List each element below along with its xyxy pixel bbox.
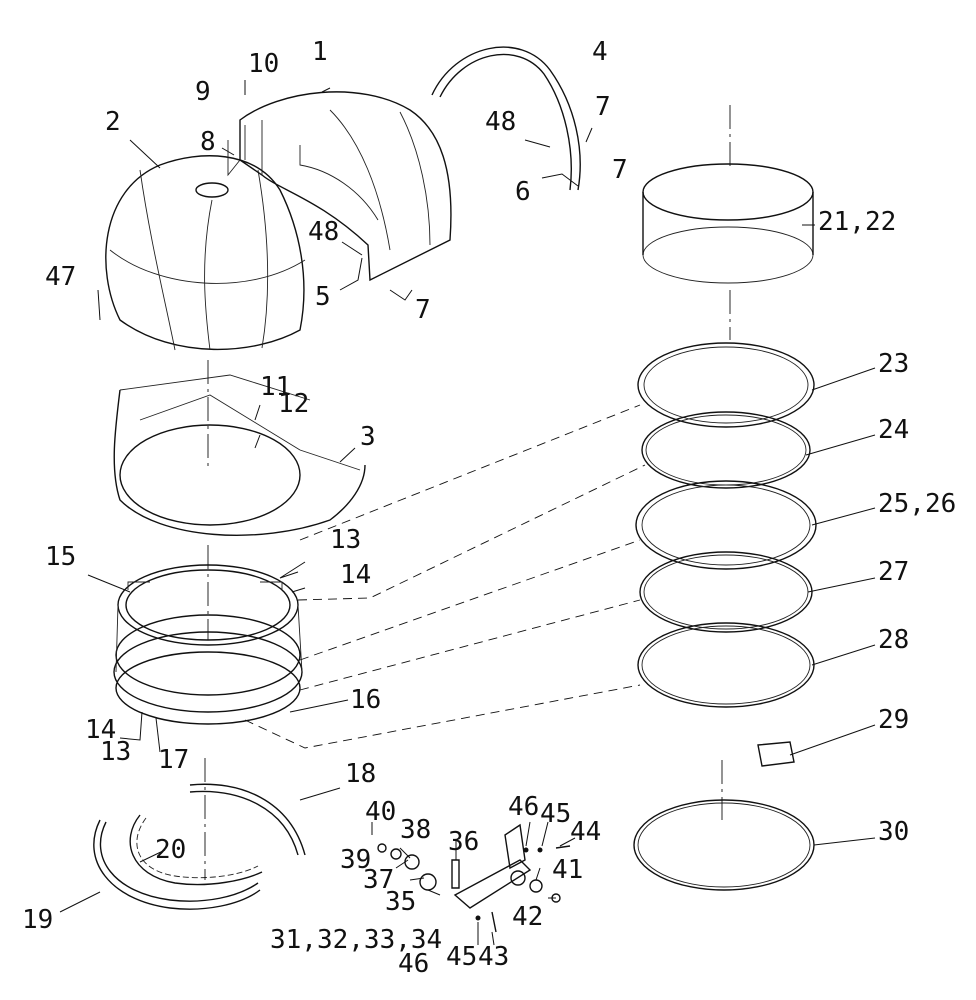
label-10: 10 (248, 49, 279, 79)
part-25-26-ring (635, 480, 817, 570)
label-15: 15 (45, 542, 76, 572)
label-4: 4 (592, 37, 608, 67)
label-21-22: 21,22 (818, 207, 896, 237)
axis-lines (204, 105, 731, 880)
label-48-b: 48 (485, 107, 516, 137)
hardware-assembly (377, 823, 571, 933)
label-28: 28 (878, 625, 909, 655)
label-5: 5 (315, 282, 331, 312)
label-1: 1 (312, 37, 328, 67)
label-37: 37 (363, 865, 394, 895)
label-23: 23 (878, 349, 909, 379)
part-21-22-cylinder (642, 163, 814, 284)
part-3-hopper (113, 374, 366, 536)
part-18-curved-bar (189, 783, 306, 856)
label-13-b: 13 (100, 737, 131, 767)
label-45-b: 45 (446, 942, 477, 972)
part-1-hood (227, 91, 452, 282)
label-39: 39 (340, 845, 371, 875)
part-28-ring (637, 622, 815, 708)
label-47: 47 (45, 262, 76, 292)
label-48-a: 48 (308, 217, 339, 247)
label-45-a: 45 (540, 799, 571, 829)
label-31-34: 31,32,33,34 (270, 925, 442, 955)
leader-lines (59, 80, 876, 946)
label-6: 6 (515, 177, 531, 207)
part-29-clip (757, 741, 795, 767)
part-4-arc-strip (431, 46, 581, 191)
label-7-c: 7 (415, 295, 431, 325)
label-20: 20 (155, 835, 186, 865)
label-12: 12 (278, 389, 309, 419)
label-7-b: 7 (612, 155, 628, 185)
label-38: 38 (400, 815, 431, 845)
label-27: 27 (878, 557, 909, 587)
part-30-ring (633, 799, 815, 891)
label-30: 30 (878, 817, 909, 847)
label-43: 43 (478, 942, 509, 972)
part-2-dome-cover (105, 155, 306, 351)
label-46-b: 46 (398, 949, 429, 979)
label-36: 36 (448, 827, 479, 857)
label-11: 11 (260, 372, 291, 402)
part-labels: 1 2 3 4 5 6 7 7 7 8 9 10 11 12 13 13 14 … (22, 37, 956, 979)
assembly-dashed-leaders (244, 404, 646, 749)
label-18: 18 (345, 759, 376, 789)
part-27-ring (639, 551, 813, 633)
label-14-b: 14 (85, 715, 116, 745)
label-29: 29 (878, 705, 909, 735)
label-2: 2 (105, 107, 121, 137)
label-3: 3 (360, 422, 376, 452)
label-40: 40 (365, 797, 396, 827)
label-7-a: 7 (595, 92, 611, 122)
label-42: 42 (512, 902, 543, 932)
label-44: 44 (570, 817, 601, 847)
label-14-a: 14 (340, 560, 371, 590)
label-17: 17 (158, 745, 189, 775)
label-9: 9 (195, 77, 211, 107)
part-23-ring (637, 342, 815, 428)
label-25-26: 25,26 (878, 489, 956, 519)
label-13-a: 13 (330, 525, 361, 555)
label-24: 24 (878, 415, 909, 445)
label-16: 16 (350, 685, 381, 715)
label-41: 41 (552, 855, 583, 885)
label-8: 8 (200, 127, 216, 157)
label-46-a: 46 (508, 792, 539, 822)
part-19-20-arcs (93, 814, 263, 910)
label-19: 19 (22, 905, 53, 935)
label-35: 35 (385, 887, 416, 917)
